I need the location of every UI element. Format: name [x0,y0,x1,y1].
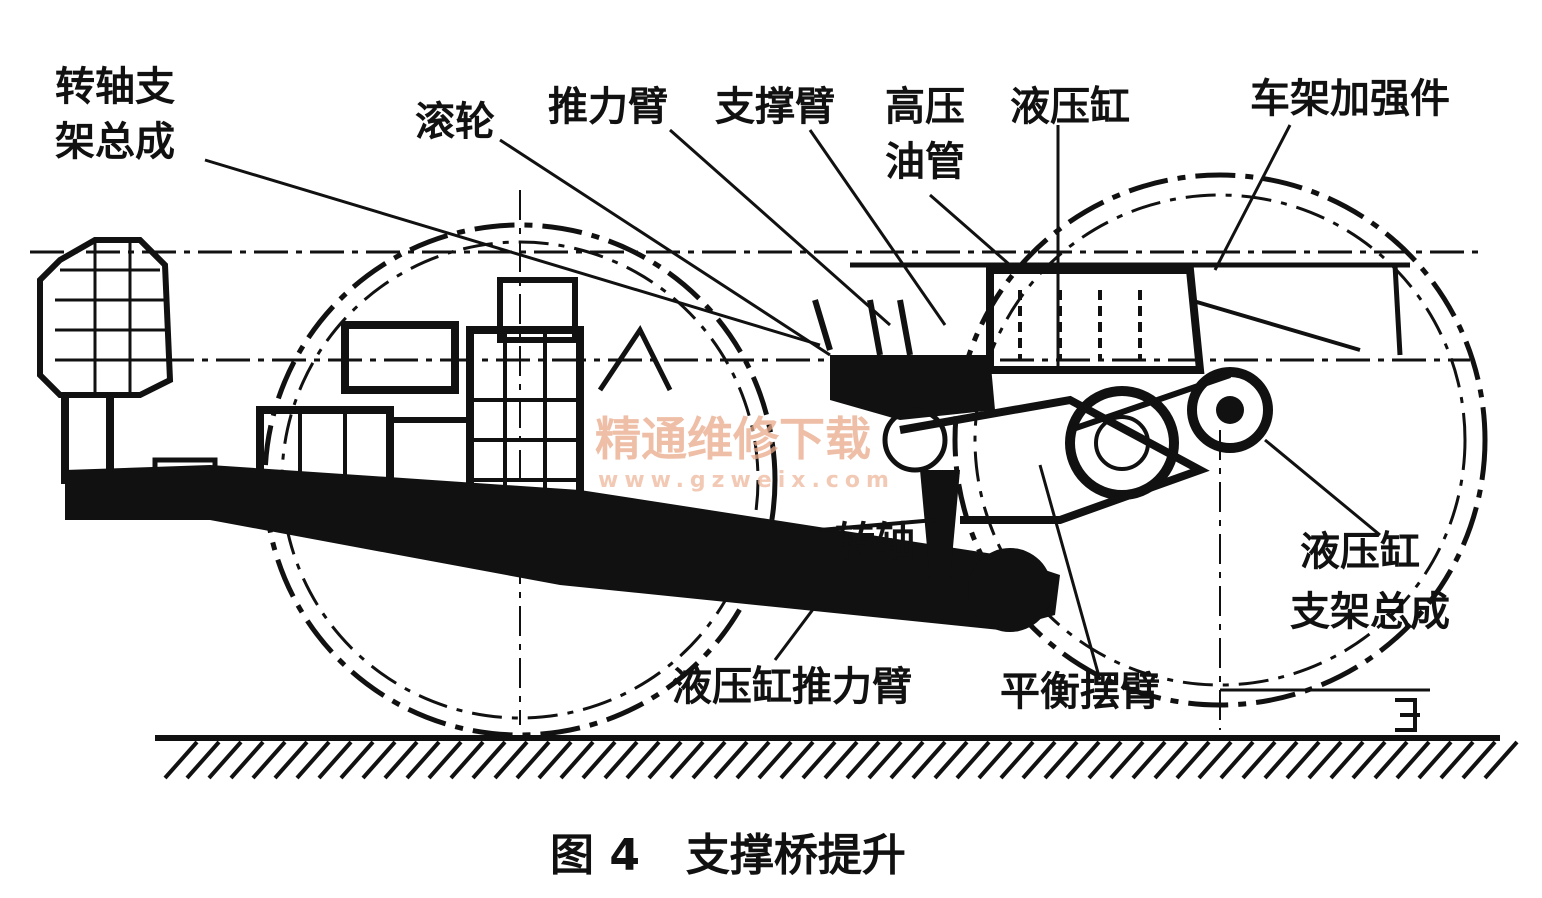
thrust-arm-beam [65,465,1060,632]
label-support-arm: 支撑臂 [715,84,835,130]
hatch-stroke [603,740,639,780]
left-box-assembly [152,277,673,544]
hatch-stroke [207,740,243,780]
hatch-stroke [1417,740,1453,780]
hatch-stroke [537,740,573,780]
hatch-stroke [581,740,617,780]
hatch-stroke [229,740,265,780]
hatch-stroke [911,740,947,780]
hatch-stroke [163,740,199,780]
watermark-cn: 精通维修下载 [595,412,871,466]
label-cylinder-bracket-line2: 支架总成 [1290,589,1450,635]
watermark-url: www.gzweix.com [598,468,895,493]
hatch-stroke [317,740,353,780]
hatch-stroke [779,740,815,780]
hatch-stroke [405,740,441,780]
hatch-stroke [1043,740,1079,780]
hatch-stroke [493,740,529,780]
figure-caption: 图 4 支撑桥提升 [550,830,906,881]
hatch-stroke [1285,740,1321,780]
leader-lines [204,124,1381,681]
hatch-stroke [273,740,309,780]
hatch-stroke [185,740,221,780]
label-balance-arm: 平衡摆臂 [1000,669,1160,715]
hatch-stroke [1087,740,1123,780]
hatch-stroke [889,740,925,780]
label-frame-reinforcement: 车架加强件 [1250,76,1450,122]
hatch-stroke [1329,740,1365,780]
hatch-stroke [383,740,419,780]
hatch-stroke [1395,740,1431,780]
watermark: 精通维修下载 www.gzweix.com [595,412,895,493]
hatch-stroke [1439,740,1475,780]
hatch-stroke [977,740,1013,780]
label-thrust-arm: 推力臂 [548,84,668,130]
central-pivot-block [812,299,995,580]
hatch-stroke [471,740,507,780]
label-cylinder-thrust-arm: 液压缸推力臂 [672,664,912,710]
hatch-stroke [647,740,683,780]
hatch-stroke [1461,740,1497,780]
hatch-stroke [1065,740,1101,780]
label-cylinder-bracket-line1: 液压缸 [1300,529,1420,575]
hatch-stroke [251,740,287,780]
hatch-stroke [867,740,903,780]
hatch-stroke [1483,740,1519,780]
hatch-stroke [625,740,661,780]
hatch-stroke [691,740,727,780]
hatch-stroke [1197,740,1233,780]
hatch-stroke [361,740,397,780]
hatch-stroke [427,740,463,780]
hatch-stroke [1373,740,1409,780]
label-hp-pipe-line1: 高压 [885,84,965,130]
cylinder-body [850,262,1410,374]
hatch-stroke [449,740,485,780]
hatch-stroke [1219,740,1255,780]
hatch-stroke [339,740,375,780]
hatch-stroke [1109,740,1145,780]
hatch-stroke [735,740,771,780]
label-roller: 滚轮 [415,99,495,145]
hatch-stroke [1241,740,1277,780]
hatch-stroke [955,740,991,780]
left-end-bracket [37,237,174,484]
ground [155,735,1519,780]
hatch-stroke [1263,740,1299,780]
ground-hatching [163,740,1519,780]
hatch-stroke [1175,740,1211,780]
label-pivot-bracket-line1: 转轴支 [55,64,175,110]
cylinder-bracket [1065,367,1273,500]
right-wheel [952,172,1488,732]
balance-arm [819,395,1210,532]
hatch-stroke [845,740,881,780]
hatch-stroke [933,740,969,780]
label-pivot-bracket-line2: 架总成 [55,119,175,165]
hatch-stroke [1131,740,1167,780]
hatch-stroke [757,740,793,780]
hatch-stroke [1153,740,1189,780]
hatch-stroke [1021,740,1057,780]
labels: 转轴支 架总成 滚轮 推力臂 支撑臂 高压 油管 液压缸 车架加强件 转轴 液压… [55,64,1450,715]
hatch-stroke [1307,740,1343,780]
hatch-stroke [515,740,551,780]
label-hydraulic-cylinder: 液压缸 [1010,84,1130,130]
hatch-stroke [1351,740,1387,780]
label-pivot-shaft: 转轴 [835,519,915,565]
hatch-stroke [559,740,595,780]
hatch-stroke [823,740,859,780]
hatch-stroke [713,740,749,780]
hatch-stroke [801,740,837,780]
hatch-stroke [669,740,705,780]
hatch-stroke [999,740,1035,780]
label-hp-pipe-line2: 油管 [885,139,965,185]
hatch-stroke [295,740,331,780]
